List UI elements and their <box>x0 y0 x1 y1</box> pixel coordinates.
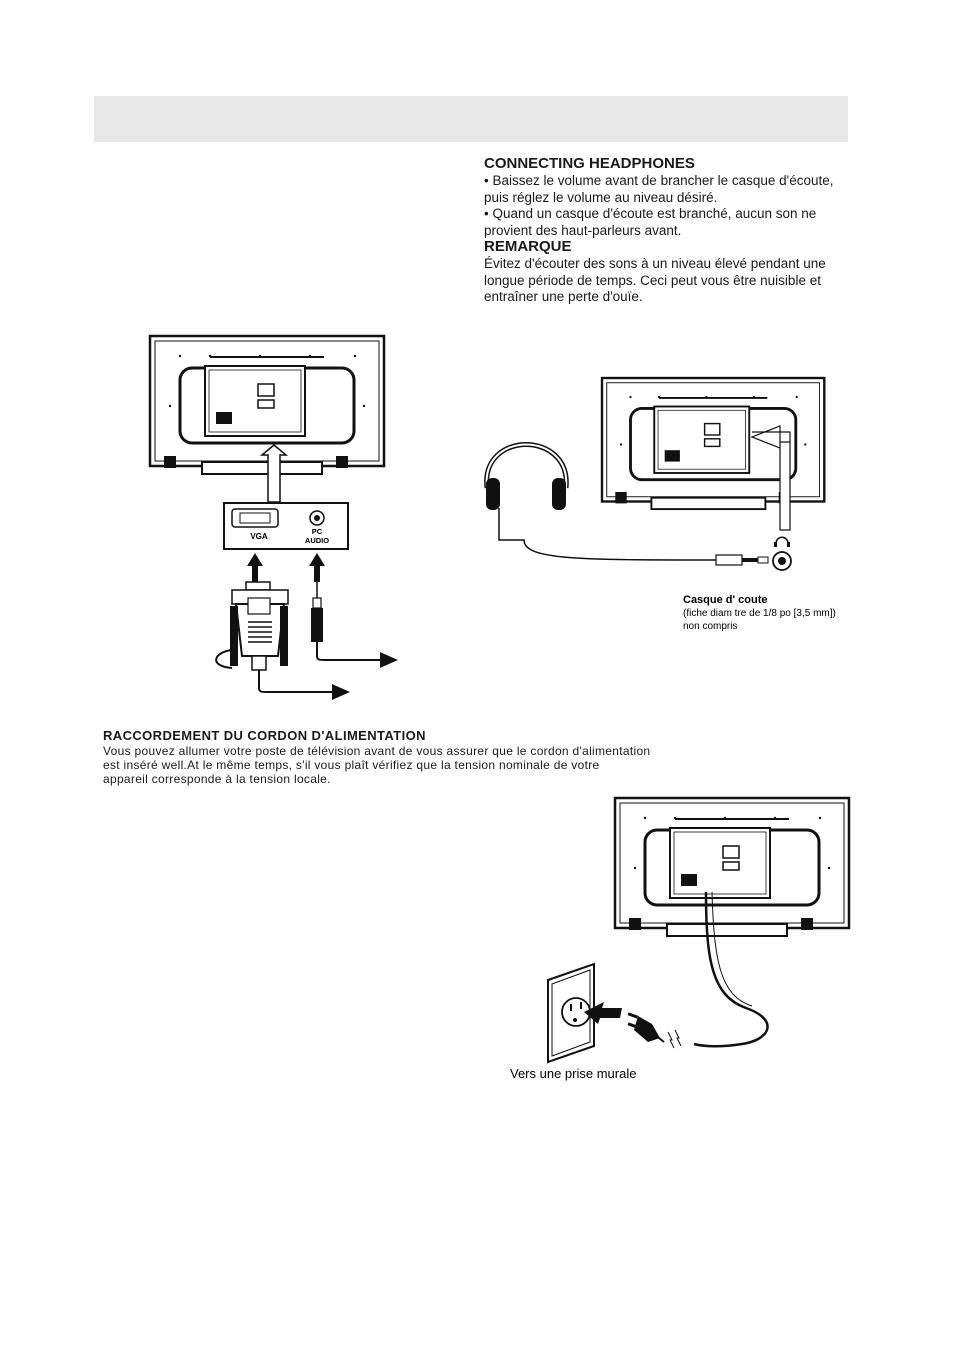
outlet-caption: Vers une prise murale <box>510 1066 636 1081</box>
audio-cable-plug-icon <box>311 582 398 668</box>
headphone-symbol-icon <box>775 536 789 545</box>
remark-text: Évitez d'écouter des sons à un niveau él… <box>484 256 864 306</box>
headphones-line: provient des haut-parleurs avant. <box>484 222 682 238</box>
tv-back-illustration <box>600 376 826 511</box>
vga-cable-plug-icon <box>215 581 350 700</box>
left-arrow-icon <box>750 425 791 531</box>
up-arrow-icon <box>247 553 263 582</box>
headphone-caption-line: non compris <box>683 621 737 632</box>
remark-line: entraîner une perte d'ouïe. <box>484 289 643 304</box>
tv-back-illustration <box>613 796 851 938</box>
headphones-title: CONNECTING HEADPHONES <box>484 155 695 172</box>
insert-arrow-icon <box>584 1002 622 1024</box>
remark-line: Évitez d'écouter des sons à un niveau él… <box>484 256 826 271</box>
power-instructions: Vous pouvez allumer votre poste de télév… <box>103 744 743 786</box>
headphone-caption-line: (fiche diam tre de 1/8 po [3,5 mm]) <box>683 608 836 619</box>
headphone-connection-diagram: Casque d' coute (fiche diam tre de 1/8 p… <box>484 376 836 632</box>
vga-connection-diagram: VGA PC AUDIO <box>148 334 398 700</box>
power-line: est inséré well.At le même temps, s'il v… <box>103 758 600 772</box>
power-connection-diagram: Vers une prise murale <box>510 796 851 1081</box>
power-cord <box>693 891 769 1048</box>
right-arrow-icon <box>380 652 398 668</box>
headphones-line: • Baissez le volume avant de brancher le… <box>484 173 834 188</box>
pc-port-label: PC <box>312 527 323 536</box>
up-arrow-icon <box>309 553 325 582</box>
headphones-icon <box>484 442 769 566</box>
remark-title: REMARQUE <box>484 238 572 255</box>
remark-line: longue période de temps. Ceci peut vous … <box>484 272 821 288</box>
right-arrow-icon <box>332 684 350 700</box>
vga-port-label: VGA <box>250 532 268 541</box>
power-line: Vous pouvez allumer votre poste de télév… <box>103 744 651 758</box>
audio-port-label: AUDIO <box>305 536 329 545</box>
headphone-caption-title: Casque d' coute <box>683 594 768 606</box>
power-title: RACCORDEMENT DU CORDON D'ALIMENTATION <box>103 728 426 743</box>
power-plug-icon <box>627 1012 665 1043</box>
headphones-instructions: • Baissez le volume avant de brancher le… <box>484 173 864 239</box>
page-header-band <box>94 96 848 142</box>
up-arrow-icon <box>259 444 289 503</box>
headphones-line: • Quand un casque d'écoute est branché, … <box>484 206 817 221</box>
headphones-line: puis réglez le volume au niveau désiré. <box>484 189 718 205</box>
power-line: appareil corresponde à la tension locale… <box>103 772 331 786</box>
